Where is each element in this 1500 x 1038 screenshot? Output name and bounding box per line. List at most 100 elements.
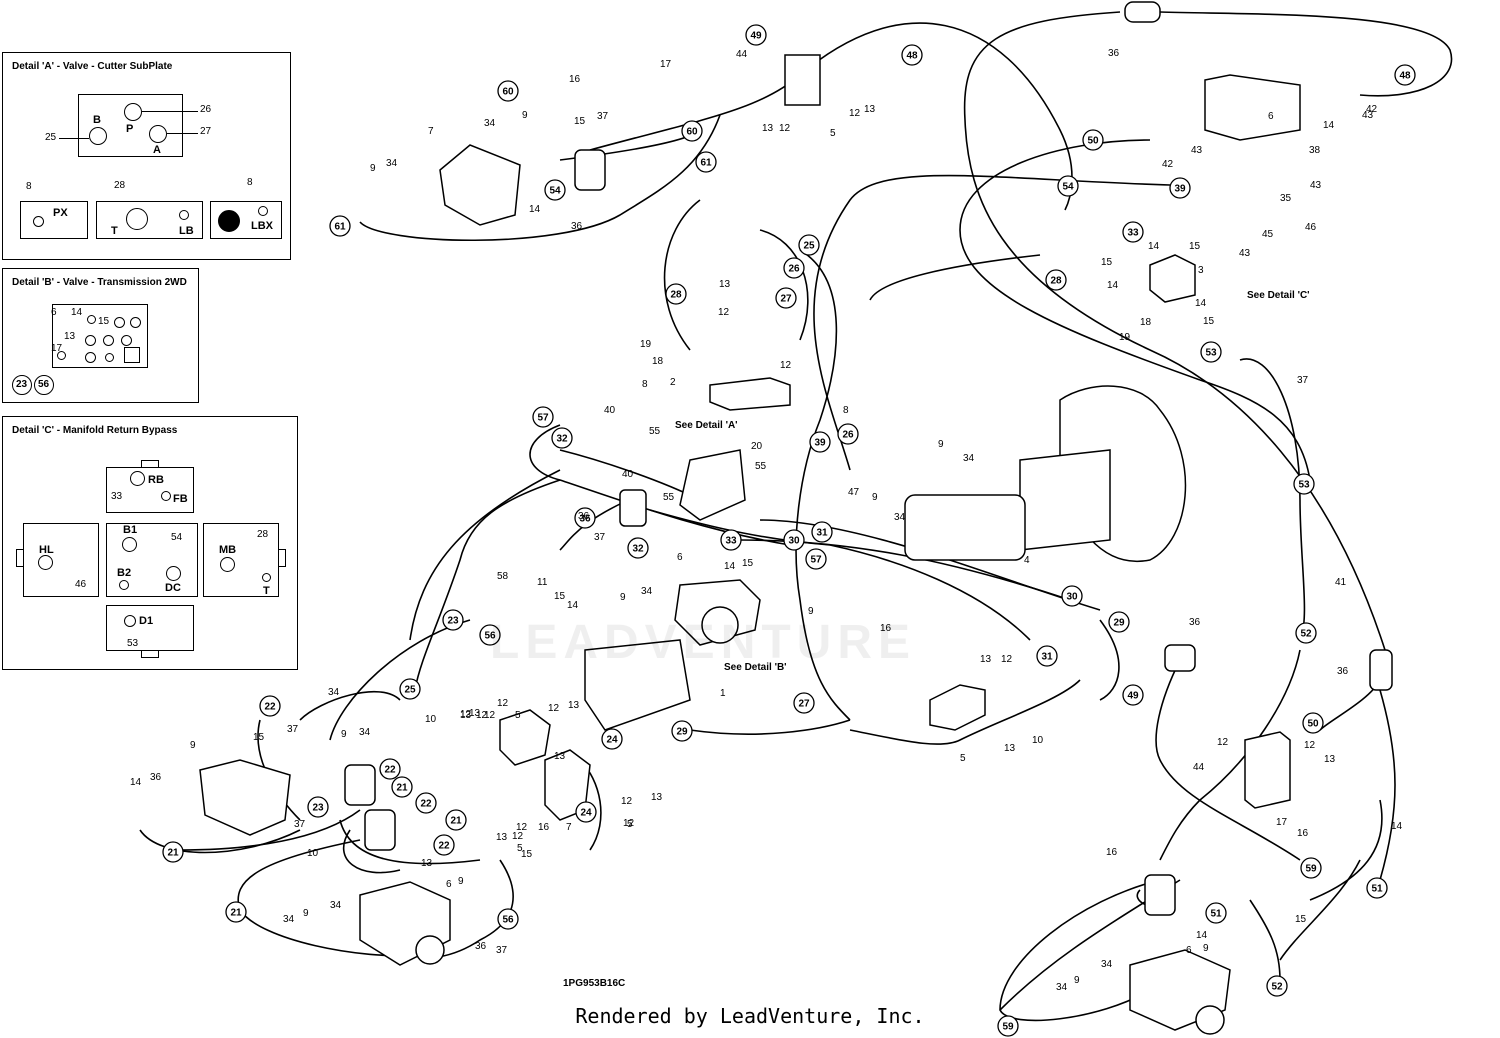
callout-23-detail-b-text: 23: [16, 379, 28, 390]
callout-29-45: 29: [671, 720, 693, 742]
part-label-12-80: 12: [484, 710, 496, 721]
callout-circle: [1169, 177, 1191, 199]
callout-57-18: 57: [532, 406, 554, 428]
port-rb-ring: [130, 471, 145, 486]
detail-a-box: Detail 'A' - Valve - Cutter SubPlate B P…: [2, 52, 291, 260]
callout-number: 32: [556, 434, 568, 445]
part-label-12-107: 12: [512, 831, 524, 842]
callout-circle: [601, 728, 623, 750]
callout-32-19: 32: [551, 427, 573, 449]
callout-number: 27: [798, 699, 810, 710]
callout-53-28: 53: [1293, 473, 1315, 495]
callout-number: 51: [1210, 909, 1222, 920]
detail-b-title: Detail 'B' - Valve - Transmission 2WD: [12, 277, 187, 288]
part-label-4-61: 4: [1024, 555, 1030, 566]
port-t-label: T: [111, 225, 118, 237]
callout-circle: [671, 720, 693, 742]
callout-circle: [497, 80, 519, 102]
part-label-37-54: 37: [594, 532, 606, 543]
callout-circle: [225, 901, 247, 923]
callout-circle: [837, 423, 859, 445]
part-label-37-39: 37: [1297, 375, 1309, 386]
callout-number: 60: [686, 127, 698, 138]
callout-circle: [809, 431, 831, 453]
callout-28-12: 28: [1045, 269, 1067, 291]
callout-number: 24: [580, 808, 592, 819]
part-label-15-33: 15: [1101, 257, 1113, 268]
callout-circle: [1200, 341, 1222, 363]
callout-52-29: 52: [1295, 622, 1317, 644]
part-label-34-69: 34: [641, 586, 653, 597]
ref-b-13: 13: [64, 331, 76, 342]
detail-b-square-port: [124, 347, 140, 363]
part-label-12-88: 12: [1001, 654, 1013, 665]
callout-number: 49: [1127, 691, 1139, 702]
callout-circle: [681, 120, 703, 142]
part-label-10-89: 10: [1032, 735, 1044, 746]
ref-8a: 8: [26, 181, 32, 192]
callout-57-27: 57: [805, 548, 827, 570]
callout-number: 57: [537, 413, 549, 424]
port-b-ring: [89, 127, 107, 145]
part-label-37-102: 37: [294, 819, 306, 830]
port-lbx-label: LBX: [251, 220, 273, 232]
part-label-47-56: 47: [848, 487, 860, 498]
callout-61-5: 61: [329, 215, 351, 237]
ref-b-17: 17: [51, 343, 63, 354]
detail-a-title: Detail 'A' - Valve - Cutter SubPlate: [12, 61, 173, 72]
callout-number: 52: [1300, 629, 1312, 640]
part-label-36-12: 36: [571, 221, 583, 232]
port-b1-label: B1: [123, 524, 138, 536]
detail-c-d1-tab: [141, 650, 159, 658]
part-label-13-117: 13: [1324, 754, 1336, 765]
part-label-6-65: 6: [677, 552, 683, 563]
part-label-9-123: 9: [458, 876, 464, 887]
detail-b-port-6: [121, 335, 132, 346]
callout-49-37: 49: [1122, 684, 1144, 706]
callout-circle: [627, 537, 649, 559]
part-label-12-14: 12: [779, 123, 791, 134]
callout-circle: [901, 44, 923, 66]
part-label-5-86: 5: [960, 753, 966, 764]
part-label-9-133: 9: [1203, 943, 1209, 954]
part-label-43-25: 43: [1362, 110, 1374, 121]
callout-number: 48: [1399, 71, 1411, 82]
callout-number: 36: [579, 514, 591, 525]
detail-c-mb-tab: [278, 549, 286, 567]
part-label-11-73: 11: [537, 577, 548, 588]
part-label-13-104: 13: [421, 858, 433, 869]
part-label-34-94: 34: [328, 687, 340, 698]
part-label-36-101: 36: [150, 772, 162, 783]
callout-60-2: 60: [497, 80, 519, 102]
part-label-15-96: 15: [253, 732, 265, 743]
part-label-13-82: 13: [460, 710, 472, 721]
leader-25: [59, 138, 89, 139]
part-label-34-59: 34: [963, 453, 975, 464]
callout-number: 39: [814, 438, 826, 449]
detail-b-port-4: [85, 335, 96, 346]
detail-b-port-9: [57, 351, 66, 360]
part-label-13-40: 13: [719, 279, 731, 290]
callout-39-10: 39: [1169, 177, 1191, 199]
part-label-34-5: 34: [484, 118, 496, 129]
callout-number: 25: [404, 685, 416, 696]
port-px-ring: [33, 216, 44, 227]
credit-line: Rendered by LeadVenture, Inc.: [0, 1004, 1500, 1028]
callout-circle: [544, 179, 566, 201]
callout-21-47: 21: [445, 809, 467, 831]
callout-circle: [162, 841, 184, 863]
callout-circle: [1394, 64, 1416, 86]
port-hl-label: HL: [39, 544, 54, 556]
ref-28: 28: [114, 180, 126, 191]
callout-circle: [399, 678, 421, 700]
port-mb-label: MB: [219, 544, 237, 556]
callout-27-17: 27: [775, 287, 797, 309]
detail-c-rb-face: [106, 467, 194, 513]
callout-number: 21: [230, 908, 242, 919]
port-b1-ring: [122, 537, 137, 552]
part-label-12-114: 12: [1217, 737, 1229, 748]
callout-circle: [783, 529, 805, 551]
part-label-34-99: 34: [359, 727, 371, 738]
part-label-37-97: 37: [287, 724, 299, 735]
part-label-9-57: 9: [938, 439, 944, 450]
